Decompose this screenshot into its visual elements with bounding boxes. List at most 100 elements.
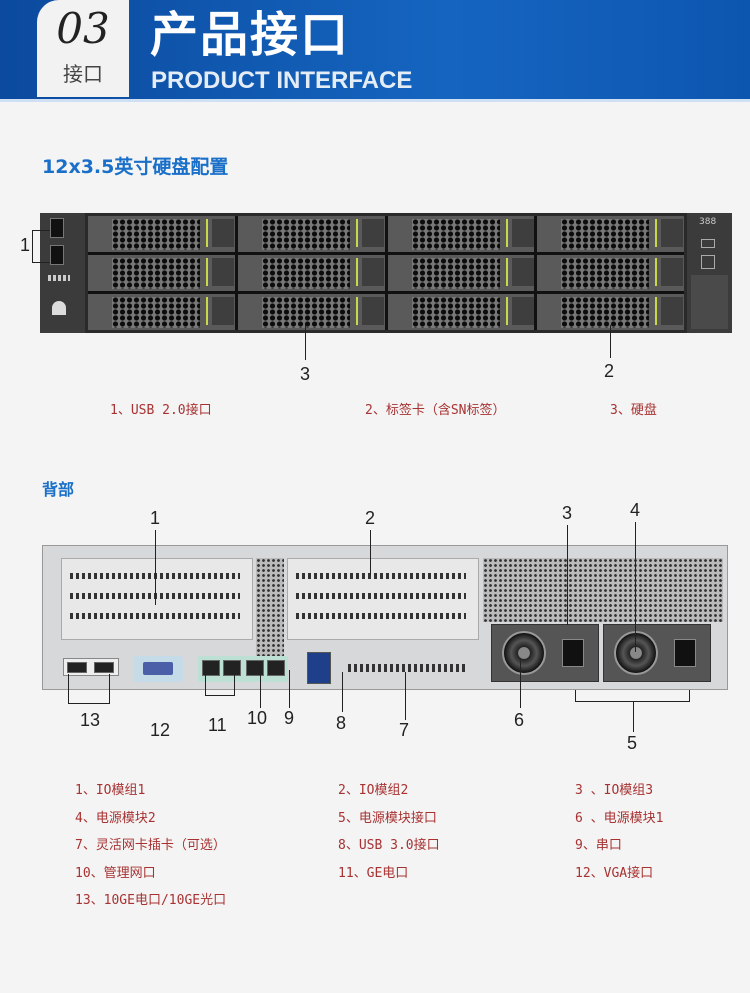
drive-bay[interactable] bbox=[387, 294, 535, 330]
rear-legend-item: 7、灵活网卡插卡（可选） bbox=[75, 838, 226, 853]
fan-icon bbox=[502, 631, 546, 675]
section-badge: 03 接口 bbox=[37, 0, 129, 97]
callout-line bbox=[289, 670, 290, 708]
management-port[interactable] bbox=[246, 660, 264, 676]
vent-row bbox=[296, 613, 466, 619]
flex-nic-slot bbox=[348, 664, 468, 672]
drive-latch bbox=[505, 219, 508, 247]
server-rear-image bbox=[42, 545, 728, 690]
fan-icon bbox=[614, 631, 658, 675]
callout-line bbox=[342, 672, 343, 712]
badge-number: 03 bbox=[56, 4, 110, 53]
vga-port[interactable] bbox=[133, 656, 183, 682]
serial-port[interactable] bbox=[267, 660, 285, 676]
drive-latch bbox=[655, 219, 658, 247]
rear-legend-item: 10、管理网口 bbox=[75, 865, 156, 881]
indicator-leds bbox=[48, 275, 70, 281]
power-inlet[interactable] bbox=[674, 639, 696, 667]
drive-bay[interactable] bbox=[537, 294, 684, 330]
drive-handle[interactable] bbox=[212, 219, 234, 247]
label-card[interactable] bbox=[691, 275, 728, 329]
left-ear bbox=[40, 213, 85, 333]
drive-handle[interactable] bbox=[361, 219, 384, 247]
ge-port[interactable] bbox=[202, 660, 220, 676]
drive-handle[interactable] bbox=[661, 219, 684, 247]
callout-2: 2 bbox=[365, 508, 376, 528]
drive-bay[interactable] bbox=[237, 216, 385, 252]
page-header: 03 接口 产品接口 PRODUCT INTERFACE bbox=[0, 0, 750, 102]
drive-latch bbox=[505, 297, 508, 325]
callout-6: 6 bbox=[514, 710, 525, 730]
callout-9: 9 bbox=[284, 708, 295, 728]
callout-line bbox=[405, 672, 406, 720]
vent-grille bbox=[256, 558, 284, 658]
ge-port[interactable] bbox=[223, 660, 241, 676]
callout-line bbox=[635, 522, 636, 652]
vent-row bbox=[296, 573, 466, 579]
vga-connector bbox=[143, 662, 173, 675]
drive-bay[interactable] bbox=[537, 216, 684, 252]
usb3-ports[interactable] bbox=[307, 652, 331, 684]
drive-handle[interactable] bbox=[511, 297, 534, 325]
drive-handle[interactable] bbox=[212, 297, 234, 325]
drive-bay[interactable] bbox=[237, 255, 385, 291]
drive-handle[interactable] bbox=[212, 258, 234, 286]
power-inlet[interactable] bbox=[562, 639, 584, 667]
rear-legend-item: 3 、IO模组3 bbox=[575, 783, 654, 798]
front-legend-item: 2、标签卡（含SN标签） bbox=[365, 403, 506, 418]
front-legend-item: 1、USB 2.0接口 bbox=[110, 403, 212, 418]
page-title: 产品接口 bbox=[150, 7, 351, 63]
drive-bay[interactable] bbox=[88, 216, 235, 252]
drive-handle[interactable] bbox=[361, 258, 384, 286]
huawei-logo-icon bbox=[52, 301, 66, 315]
callout-3: 3 bbox=[562, 503, 573, 523]
drive-latch bbox=[355, 219, 358, 247]
usb-port-icon bbox=[50, 218, 64, 238]
vent-row bbox=[70, 613, 240, 619]
drive-grille bbox=[261, 258, 350, 289]
drive-bay[interactable] bbox=[387, 216, 535, 252]
drive-grille bbox=[411, 258, 500, 289]
callout-13: 13 bbox=[80, 710, 101, 730]
drive-grille bbox=[411, 297, 500, 328]
callout-line bbox=[370, 530, 371, 575]
drive-grille bbox=[561, 297, 650, 328]
drive-handle[interactable] bbox=[661, 258, 684, 286]
callout-1: 1 bbox=[150, 508, 161, 528]
callout-bracket bbox=[32, 230, 50, 263]
drive-latch bbox=[655, 297, 658, 325]
drive-bay[interactable] bbox=[387, 255, 535, 291]
callout-line bbox=[567, 525, 568, 625]
rear-legend-item: 4、电源模块2 bbox=[75, 810, 156, 826]
io-module-2 bbox=[287, 558, 479, 640]
drive-grille bbox=[112, 297, 200, 328]
sfp-port[interactable] bbox=[67, 662, 87, 673]
drive-handle[interactable] bbox=[661, 297, 684, 325]
callout-bracket bbox=[575, 690, 690, 702]
drive-bays bbox=[88, 216, 684, 330]
drive-bay[interactable] bbox=[88, 255, 235, 291]
drive-bay[interactable] bbox=[537, 255, 684, 291]
io-module-1 bbox=[61, 558, 253, 640]
callout-line bbox=[610, 325, 611, 358]
server-front-image: 388 bbox=[40, 213, 732, 333]
usb-port-icon bbox=[50, 245, 64, 265]
drive-latch bbox=[206, 297, 208, 325]
front-legend-item: 3、硬盘 bbox=[610, 403, 657, 418]
callout-2: 2 bbox=[604, 361, 615, 381]
callout-bracket bbox=[68, 674, 110, 704]
drive-handle[interactable] bbox=[361, 297, 384, 325]
sfp-port[interactable] bbox=[94, 662, 114, 673]
power-supply-1 bbox=[491, 624, 599, 682]
uid-button[interactable] bbox=[701, 255, 715, 269]
rear-legend-item: 8、USB 3.0接口 bbox=[338, 838, 440, 853]
power-button[interactable] bbox=[701, 239, 715, 248]
drive-handle[interactable] bbox=[511, 219, 534, 247]
callout-5: 5 bbox=[627, 733, 638, 753]
drive-bay[interactable] bbox=[237, 294, 385, 330]
drive-handle[interactable] bbox=[511, 258, 534, 286]
callout-line bbox=[633, 702, 634, 732]
drive-grille bbox=[411, 219, 500, 250]
drive-bay[interactable] bbox=[88, 294, 235, 330]
right-ear: 388 bbox=[687, 213, 732, 333]
